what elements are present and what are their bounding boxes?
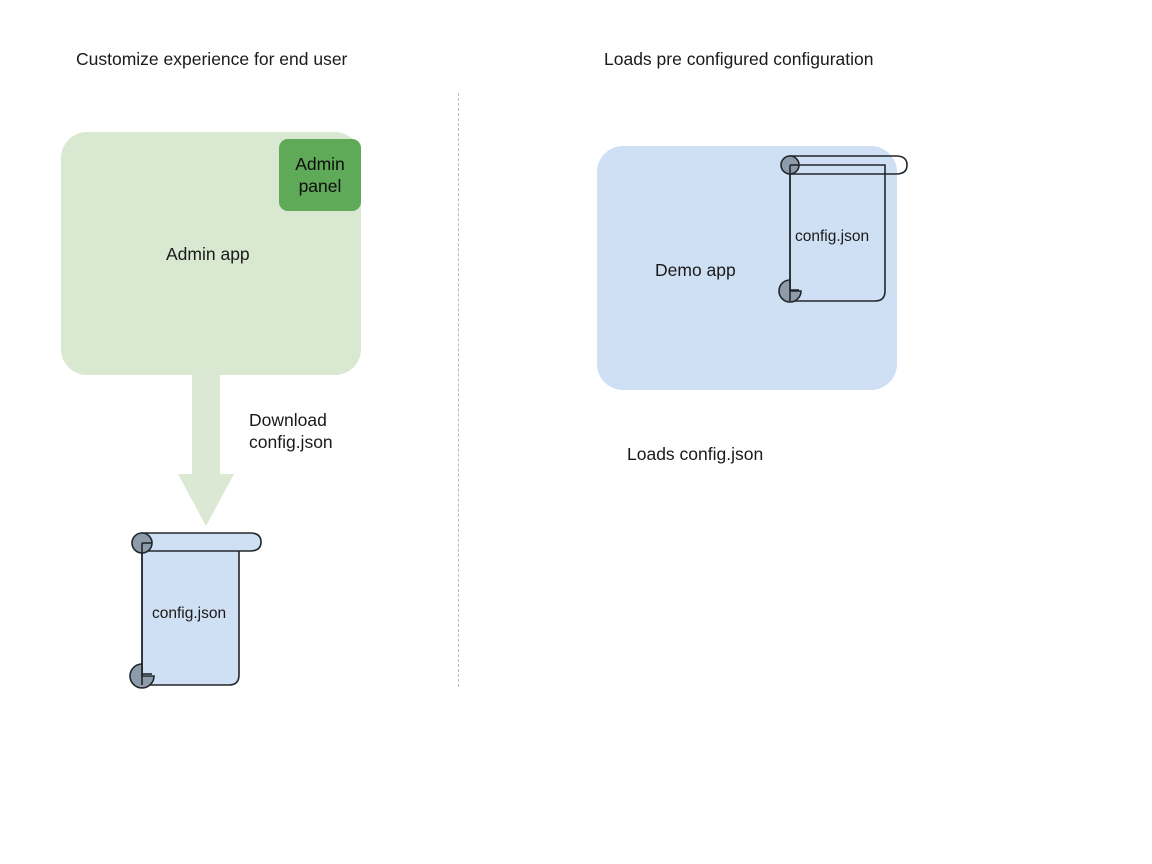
admin-app-label: Admin app (166, 244, 250, 264)
config-json-document-right (778, 155, 908, 303)
left-column-heading: Customize experience for end user (76, 49, 348, 69)
admin-panel-box[interactable]: Admin panel (279, 139, 361, 211)
demo-app-box (597, 146, 897, 390)
column-divider (458, 93, 459, 687)
config-json-document-left (129, 532, 262, 689)
admin-panel-label: Admin panel (295, 154, 345, 196)
loads-config-caption: Loads config.json (627, 444, 764, 464)
right-column-heading: Loads pre configured configuration (604, 49, 874, 69)
demo-app-label: Demo app (655, 260, 736, 280)
config-json-label-left: config.json (152, 605, 227, 622)
download-arrow-icon (178, 374, 234, 526)
download-arrow-label: Download config.json (249, 410, 333, 452)
config-json-label-right: config.json (795, 228, 870, 245)
